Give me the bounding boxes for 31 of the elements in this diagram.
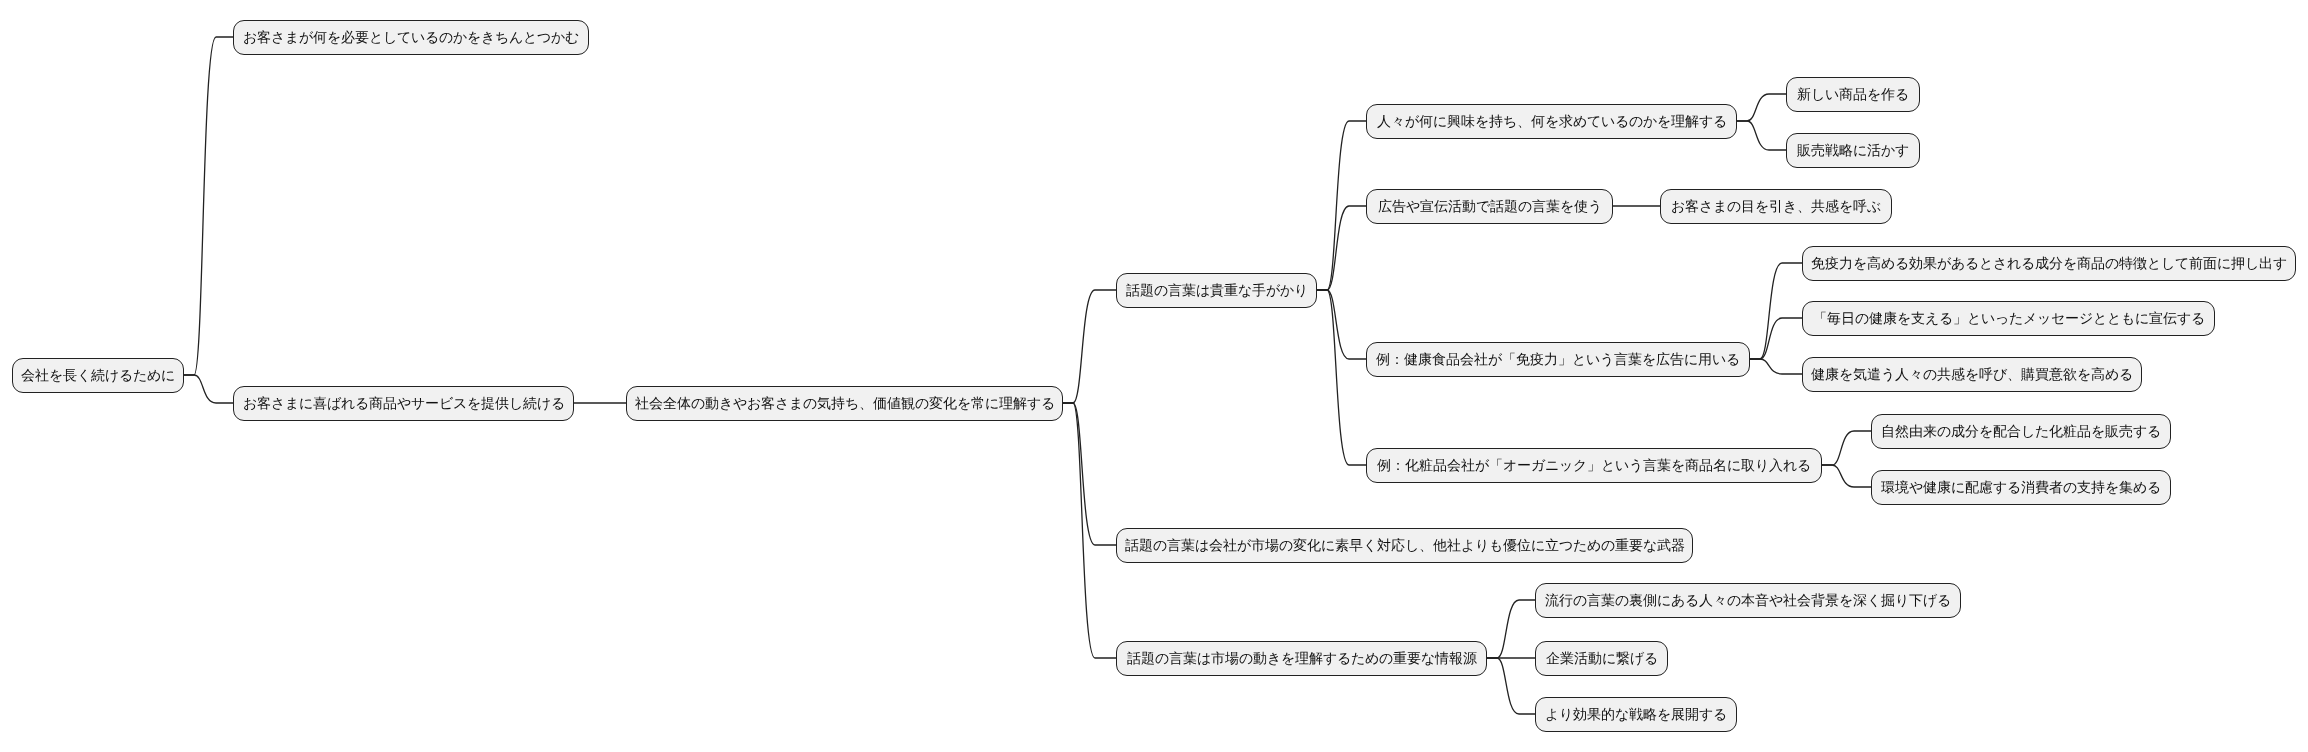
- topic-box: 話題の言葉は会社が市場の変化に素早く対応し、他社よりも優位に立つための重要な武器: [1116, 527, 1693, 563]
- topic-box: 環境や健康に配慮する消費者の支持を集める: [1871, 469, 2171, 505]
- connector-line: [573, 402, 627, 404]
- topic-box: 健康を気遣う人々の共感を呼び、購買意欲を高める: [1802, 356, 2142, 392]
- topic-box: より効果的な戦略を展開する: [1535, 696, 1737, 732]
- topic-box: 自然由来の成分を配合した化粧品を販売する: [1871, 413, 2171, 449]
- topic-box: 新しい商品を作る: [1786, 76, 1920, 112]
- connector-line: [1736, 120, 1787, 151]
- topic-box: お客さまの目を引き、共感を呼ぶ: [1660, 188, 1892, 224]
- topic-box: 販売戦略に活かす: [1786, 132, 1920, 168]
- topic-box: 話題の言葉は貴重な手がかり: [1116, 272, 1317, 308]
- topic-box: 「毎日の健康を支える」といったメッセージとともに宣伝する: [1802, 300, 2215, 336]
- topic-box: 会社を長く続けるために: [12, 357, 184, 393]
- topic-box: お客さまに喜ばれる商品やサービスを提供し続ける: [233, 385, 574, 421]
- topic-box: 話題の言葉は市場の動きを理解するための重要な情報源: [1116, 640, 1487, 676]
- topic-box: 流行の言葉の裏側にある人々の本音や社会背景を深く掘り下げる: [1535, 582, 1961, 618]
- topic-box: お客さまが何を必要としているのかをきちんとつかむ: [233, 19, 589, 55]
- connector-line: [1821, 464, 1872, 488]
- connector-line: [1486, 657, 1536, 715]
- connector-line: [1062, 402, 1117, 659]
- topic-box: 企業活動に繋げる: [1535, 640, 1668, 676]
- connector-line: [1749, 358, 1803, 375]
- topic-box: 社会全体の動きやお客さまの気持ち、価値観の変化を常に理解する: [626, 385, 1063, 421]
- topic-box: 免疫力を高める効果があるとされる成分を商品の特徴として前面に押し出す: [1802, 245, 2296, 281]
- connector-line: [183, 374, 234, 404]
- connector-line: [1316, 289, 1367, 466]
- connector-line: [1612, 205, 1661, 207]
- topic-box: 例：健康食品会社が「免疫力」という言葉を広告に用いる: [1366, 341, 1750, 377]
- topic-box: 例：化粧品会社が「オーガニック」という言葉を商品名に取り入れる: [1366, 447, 1822, 483]
- topic-box: 人々が何に興味を持ち、何を求めているのかを理解する: [1366, 103, 1737, 139]
- topic-box: 広告や宣伝活動で話題の言葉を使う: [1366, 188, 1613, 224]
